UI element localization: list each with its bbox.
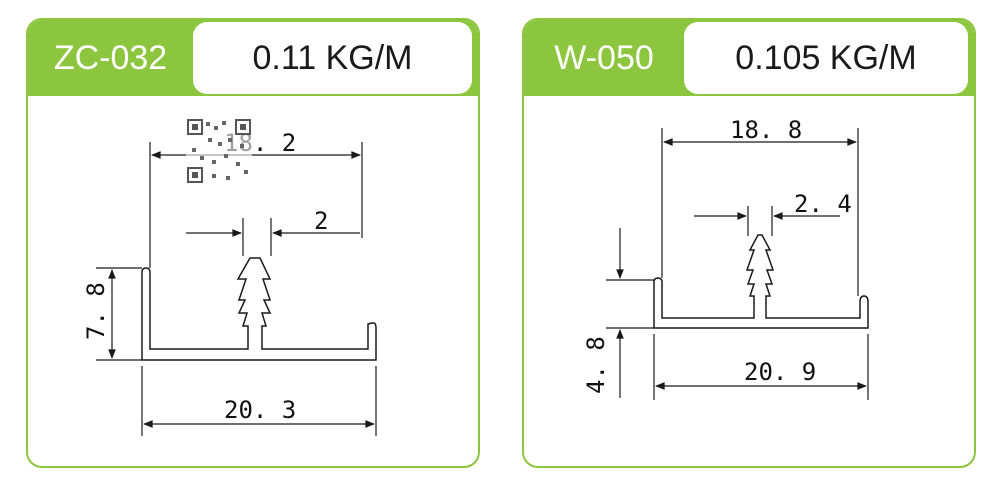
- qr-code-icon: [186, 118, 252, 184]
- dim-height: 7. 8: [82, 282, 110, 340]
- dim-height: 4. 8: [582, 336, 610, 394]
- profile-code: W-050: [554, 39, 654, 77]
- dim-top-width: 18. 8: [730, 116, 802, 144]
- dim-bottom-width: 20. 9: [744, 358, 816, 386]
- card-header: W-050 0.105 KG/M: [524, 20, 974, 96]
- profile-weight: 0.11 KG/M: [193, 22, 472, 94]
- dim-slot: 2: [314, 207, 328, 235]
- dim-slot: 2. 4: [794, 190, 852, 218]
- dimension-labels-w050: 18. 8 2. 4 4. 8 20. 9: [582, 116, 852, 394]
- profile-weight: 0.105 KG/M: [684, 22, 968, 94]
- profile-shape-w050: [653, 234, 869, 329]
- profile-card-zc032: ZC-032 0.11 KG/M: [26, 18, 480, 468]
- card-header: ZC-032 0.11 KG/M: [28, 20, 478, 96]
- dim-bottom-width: 20. 3: [224, 396, 296, 424]
- profile-code: ZC-032: [53, 39, 168, 77]
- profile-shape-zc032: [141, 257, 377, 361]
- dimension-lines-w050: [606, 128, 869, 400]
- dimension-lines-zc032: [96, 142, 377, 436]
- profile-card-w050: W-050 0.105 KG/M: [522, 18, 976, 468]
